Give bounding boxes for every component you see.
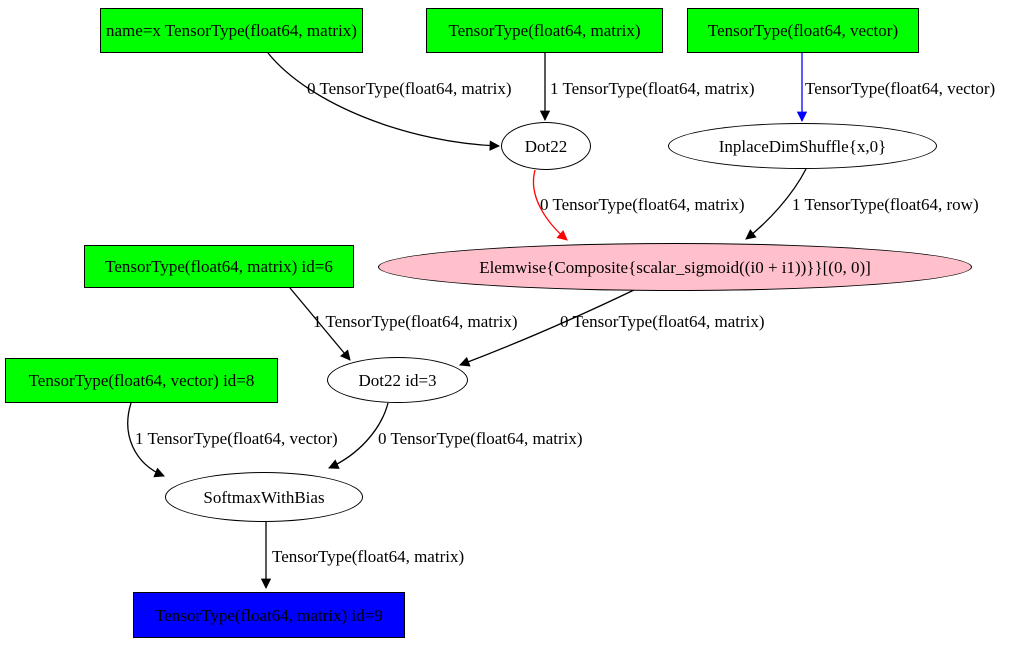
node-inplace-dimshuffle: InplaceDimShuffle{x,0} (668, 123, 937, 169)
edge-label-x-to-dot22: 0 TensorType(float64, matrix) (307, 79, 512, 98)
edge-id8-to-softmax (127, 402, 165, 478)
edge-label-id8-to-softmax: 1 TensorType(float64, vector) (135, 429, 338, 448)
edge-label-dot22id3-to-softmax: 0 TensorType(float64, matrix) (378, 429, 583, 448)
node-elemwise-sigmoid: Elemwise{Composite{scalar_sigmoid((i0 + … (378, 243, 972, 291)
node-softmax-with-bias: SoftmaxWithBias (165, 472, 363, 522)
edge-label-vector-to-dimshuffle: TensorType(float64, vector) (805, 79, 996, 98)
edge-label-dot22-to-elemwise: 0 TensorType(float64, matrix) (540, 195, 745, 214)
edge-id6-to-dot22id3 (289, 287, 351, 361)
edge-dimshuffle-to-elemwise (745, 168, 807, 240)
node-input-x: name=x TensorType(float64, matrix) (100, 8, 363, 53)
node-input-matrix: TensorType(float64, matrix) (426, 8, 663, 53)
edge-label-dimshuffle-to-elemwise: 1 TensorType(float64, row) (792, 195, 979, 214)
node-dot22: Dot22 (501, 122, 591, 170)
edge-elemwise-to-dot22id3 (459, 289, 635, 367)
node-dot22-id3: Dot22 id=3 (327, 357, 468, 403)
edge-dot22-to-elemwise (532, 169, 568, 241)
edge-x-to-dot22 (267, 52, 501, 151)
node-input-id6: TensorType(float64, matrix) id=6 (84, 245, 354, 288)
edge-label-matrix-to-dot22: 1 TensorType(float64, matrix) (550, 79, 755, 98)
node-input-vector: TensorType(float64, vector) (687, 8, 919, 53)
node-input-id8: TensorType(float64, vector) id=8 (5, 358, 278, 403)
edge-label-elemwise-to-dot22id3: 0 TensorType(float64, matrix) (560, 312, 765, 331)
node-output-id9: TensorType(float64, matrix) id=9 (133, 592, 405, 638)
edge-label-id6-to-dot22id3: 1 TensorType(float64, matrix) (313, 312, 518, 331)
edge-dot22id3-to-softmax (328, 402, 389, 469)
edge-label-softmax-to-output: TensorType(float64, matrix) (272, 547, 465, 566)
